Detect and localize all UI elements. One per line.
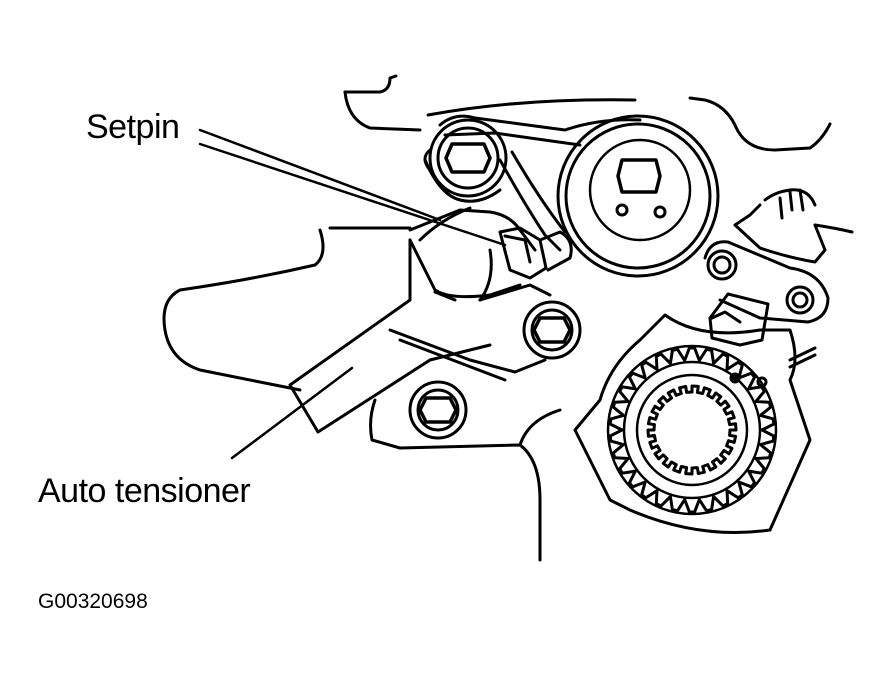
tensioner-bolt-right: [522, 300, 582, 360]
setpin-leader-line-2: [198, 142, 507, 247]
spline-profile: [646, 384, 738, 476]
setpin-leader-line: [198, 128, 442, 222]
idler-pulley: [423, 118, 508, 198]
sensor-bracket: [703, 188, 854, 347]
tensioner-bolt-lower: [408, 380, 468, 440]
figure-code: G00320698: [38, 590, 148, 613]
auto-tensioner-label: Auto tensioner: [38, 472, 251, 510]
crankshaft-sprocket: [573, 313, 817, 534]
auto-tensioner-body: [288, 238, 552, 434]
auto-tensioner-leader-line: [230, 366, 354, 460]
engine-housing-outline: [162, 74, 832, 562]
setpin-label: Setpin: [86, 108, 180, 146]
tensioner-arm: [408, 206, 573, 280]
sprocket-tooth-profile: [608, 346, 776, 514]
camshaft-sprocket: [556, 114, 720, 278]
sprocket-teeth: [608, 346, 776, 514]
crankshaft-spline: [646, 384, 738, 476]
